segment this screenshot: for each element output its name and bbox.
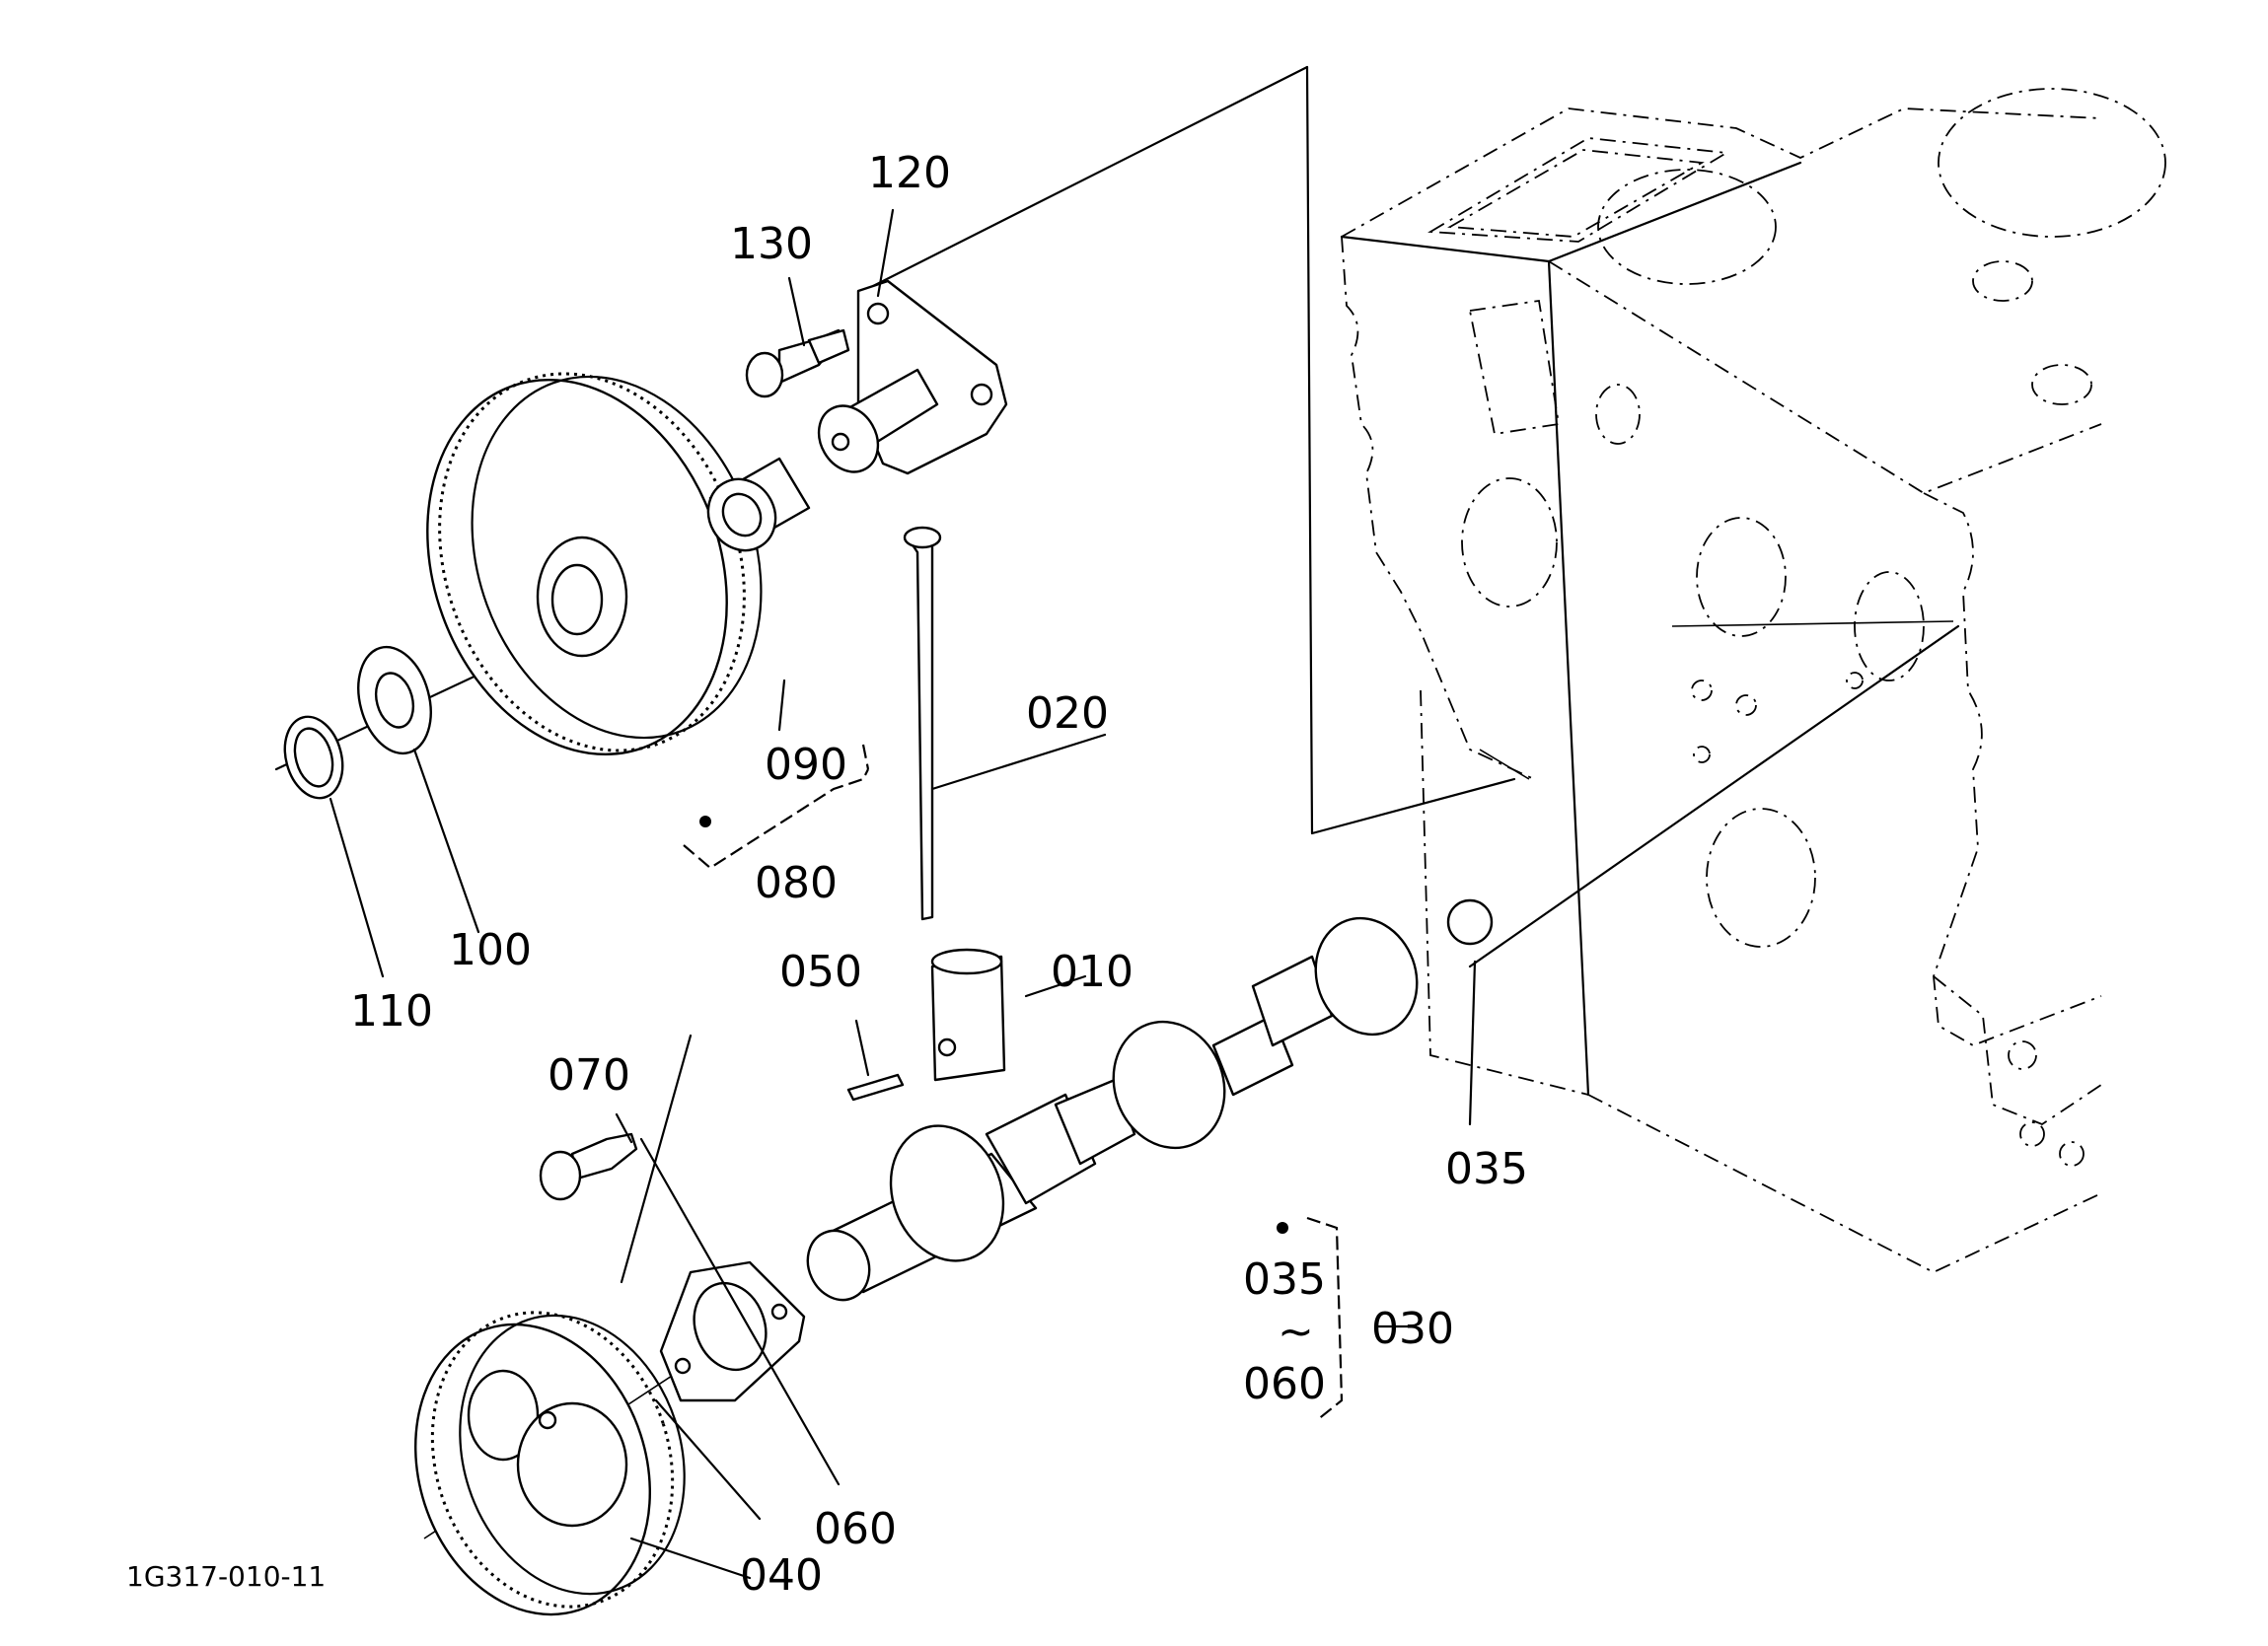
key-050 [846, 1073, 905, 1102]
part-labels: 120 130 020 090 080 100 110 050 010 070 … [126, 148, 1528, 1601]
group-brackets [683, 744, 1344, 1421]
label-010: 010 [1051, 947, 1134, 997]
leader-lines [329, 208, 1477, 1580]
bushing-090 [706, 457, 811, 552]
bolt-070 [539, 1132, 638, 1201]
label-120: 120 [868, 148, 951, 198]
camshaft-030 [806, 898, 1494, 1302]
label-040: 040 [740, 1550, 823, 1601]
thrust-washer-100 [357, 645, 432, 755]
circlip-110 [283, 715, 344, 800]
label-030: 030 [1371, 1304, 1454, 1354]
label-060: 060 [814, 1504, 897, 1554]
engine-block [871, 65, 2166, 1274]
label-035-range-start: 035 [1243, 1254, 1326, 1305]
idle-gear-080 [426, 372, 763, 827]
label-080: 080 [755, 858, 838, 908]
bolt-130 [745, 328, 850, 398]
label-060-range-end: 060 [1243, 1359, 1326, 1409]
figure-code: 1G317-010-11 [126, 1560, 326, 1593]
idle-shaft-120 [817, 279, 1008, 475]
label-050: 050 [779, 947, 862, 997]
tappet-010 [930, 948, 1006, 1082]
label-020: 020 [1026, 688, 1109, 739]
label-range-tilde: ~ [1278, 1307, 1314, 1357]
label-100: 100 [449, 925, 532, 975]
cam-gear-040 [414, 1311, 686, 1616]
label-035-ball: 035 [1445, 1144, 1528, 1194]
label-110: 110 [350, 986, 433, 1037]
thrust-plate-060 [659, 1260, 806, 1402]
push-rod-020 [903, 526, 942, 921]
label-130: 130 [730, 219, 813, 269]
label-070: 070 [548, 1050, 630, 1101]
label-090: 090 [765, 740, 847, 790]
